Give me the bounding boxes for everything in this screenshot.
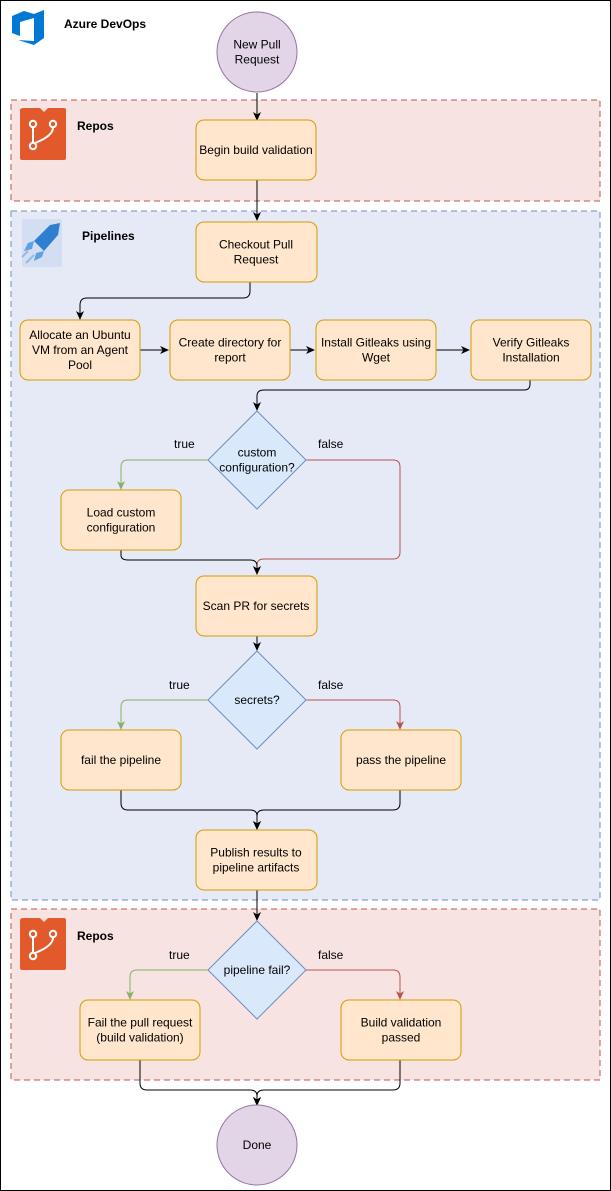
install-gitleaks-node <box>315 319 437 381</box>
allocate-vm-node <box>19 319 141 381</box>
fail-pipeline-label: fail the pipeline <box>81 753 161 767</box>
node-label-line: Wget <box>362 351 391 365</box>
done-node <box>216 1104 298 1186</box>
edge-label-pipeline-true: true <box>169 948 190 962</box>
begin-validation-node <box>195 119 317 181</box>
node-label-line: New Pull <box>233 38 280 52</box>
edge-label-pipeline-false: false <box>318 948 344 962</box>
edge-label-custom-true: true <box>174 437 195 451</box>
node-label-line: fail the pipeline <box>81 753 161 767</box>
node-label-line: Load custom <box>87 506 156 520</box>
node-label-line: Publish results to <box>210 846 302 860</box>
edge-pass-publish <box>253 790 401 830</box>
publish-results-node <box>195 829 318 891</box>
node-label-line: Request <box>234 253 279 267</box>
scan-pr-label: Scan PR for secrets <box>203 599 310 613</box>
node-label-line: report <box>214 351 246 365</box>
create-dir-node <box>169 319 291 381</box>
node-label-line: Checkout Pull <box>219 238 293 252</box>
node-label-line: Fail the pull request <box>88 1016 193 1030</box>
pass-pipeline-label: pass the pipeline <box>356 753 446 767</box>
node-label-line: Create directory for <box>179 336 282 350</box>
lane-title-repos-bottom: Repos <box>77 929 114 943</box>
node-label-line: Done <box>243 1138 272 1152</box>
node-label-line: (build validation) <box>96 1031 183 1045</box>
edge-fail-publish <box>120 790 261 830</box>
secrets-decision-label: secrets? <box>234 693 280 707</box>
git-repos-icon <box>20 918 66 970</box>
secrets-decision <box>207 650 307 750</box>
pipelines-lane <box>10 210 601 901</box>
node-label-line: custom <box>238 446 277 460</box>
node-label-line: VM from an Agent <box>32 343 129 357</box>
node-label-line: pipeline fail? <box>224 963 291 977</box>
edge-checkout-allocate <box>76 282 251 320</box>
pipeline-fail-decision <box>207 920 307 1020</box>
node-label-line: Build validation <box>361 1016 442 1030</box>
node-label-line: Begin build validation <box>199 143 312 157</box>
edge-pipelinefail-false <box>305 969 404 1000</box>
node-label-line: Installation <box>502 351 559 365</box>
edge-secrets-false <box>305 699 404 730</box>
edge-label-custom-false: false <box>318 437 344 451</box>
node-label-line: configuration? <box>219 461 295 475</box>
git-repos-icon <box>20 108 66 160</box>
start-node <box>216 11 298 93</box>
edge-secrets-true <box>117 699 208 730</box>
node-label-line: pass the pipeline <box>356 753 446 767</box>
pass-pipeline-node <box>340 729 462 791</box>
verify-gitleaks-node <box>470 319 592 381</box>
fail-pr-label: Fail the pull request(build validation) <box>88 1016 193 1045</box>
node-label-line: Allocate an Ubuntu <box>29 328 130 342</box>
pipelines-rocket-icon <box>21 219 62 267</box>
node-label-line: secrets? <box>234 693 280 707</box>
custom-config-decision <box>207 410 307 510</box>
edge-pipelinefail-true <box>126 969 208 1000</box>
load-custom-config-node <box>60 489 182 551</box>
edge-verify-custom <box>253 380 531 411</box>
fail-pipeline-node <box>60 729 182 791</box>
node-label-line: configuration <box>87 521 156 535</box>
azure-devops-icon <box>12 10 44 45</box>
node-label-line: Install Gitleaks using <box>321 336 431 350</box>
node-label-line: Pool <box>68 358 92 372</box>
begin-validation-label: Begin build validation <box>199 143 312 157</box>
lane-title-repos-top: Repos <box>77 119 114 133</box>
edge-custom-false <box>253 459 401 575</box>
edge-label-secrets-true: true <box>169 678 190 692</box>
pipeline-fail-decision-label: pipeline fail? <box>224 963 291 977</box>
node-label-line: Request <box>235 53 280 67</box>
checkout-node <box>195 221 318 283</box>
edge-label-secrets-false: false <box>318 678 344 692</box>
fail-pr-node <box>79 999 201 1061</box>
edge-custom-true <box>117 459 208 490</box>
edge-passed-done <box>253 1060 401 1106</box>
node-label-line: Scan PR for secrets <box>203 599 310 613</box>
scan-pr-node <box>195 575 318 637</box>
node-label-line: passed <box>382 1031 421 1045</box>
node-label-line: Verify Gitleaks <box>493 336 570 350</box>
edge-load-scan <box>120 550 261 575</box>
lane-title-pipelines: Pipelines <box>82 229 135 243</box>
done-node-label: Done <box>243 1138 272 1152</box>
edge-failpr-done <box>139 1060 261 1106</box>
node-label-line: pipeline artifacts <box>213 861 300 875</box>
build-passed-node <box>340 999 462 1061</box>
app-title: Azure DevOps <box>64 17 146 31</box>
